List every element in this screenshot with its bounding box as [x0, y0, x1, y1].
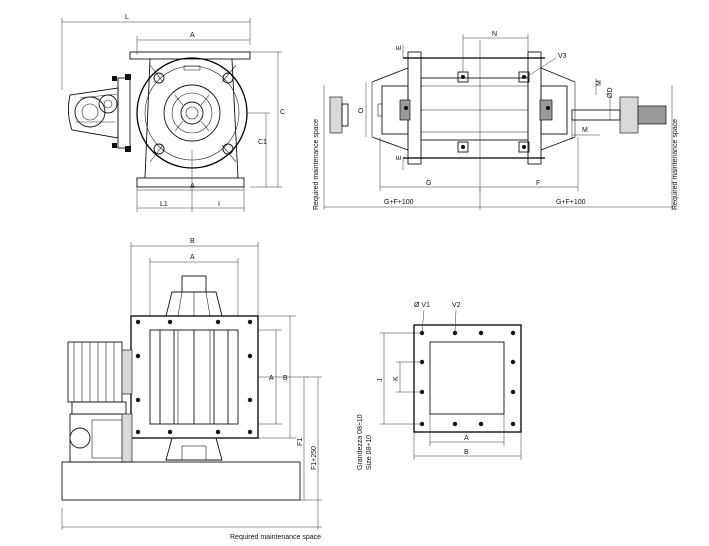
- dim-label-A-right: A: [269, 375, 274, 382]
- size-caption-en: Size 08÷10: [366, 435, 373, 470]
- dim-label-F1-250: F1+250: [311, 446, 318, 470]
- dim-label-J: J: [377, 379, 384, 383]
- dim-label-N: N: [492, 31, 497, 38]
- dim-label-L: L: [125, 14, 129, 21]
- dim-label-F1: F1: [297, 438, 304, 446]
- dim-label-D: ØD: [607, 88, 614, 99]
- dim-label-C1: C1: [258, 139, 267, 146]
- dim-label-V1: Ø V1: [414, 302, 430, 309]
- dim-label-I: I: [218, 201, 220, 208]
- dim-label-M-vert: M: [596, 80, 603, 86]
- dim-label-GF100-left: G+F+100: [384, 199, 414, 206]
- flange-bolts: [419, 330, 516, 427]
- dim-label-V3: V3: [558, 53, 567, 60]
- dim-label-G: G: [426, 180, 431, 187]
- dim-label-E-bottom: E: [396, 155, 403, 160]
- top-view: B A: [61, 238, 322, 541]
- size-caption-it: Grandezza 08÷10: [357, 414, 364, 470]
- dim-label-B-right: B: [283, 375, 288, 382]
- flange-view: Ø V1 V2 J K A B Grandezza 08÷10 Size 08÷…: [357, 302, 522, 470]
- maintenance-space-left: Required maintenance space: [313, 119, 320, 210]
- dim-label-A-top-view: A: [190, 254, 195, 261]
- front-view: L A: [61, 14, 285, 212]
- side-view: G+F+100 G+F+100 Required maintenance spa…: [313, 31, 679, 210]
- dim-label-A-bottom: A: [190, 183, 195, 190]
- dim-label-B-top: B: [190, 238, 195, 245]
- maintenance-space-bottom: Required maintenance space: [230, 534, 321, 541]
- dim-label-V2: V2: [452, 302, 461, 309]
- dim-label-C: C: [280, 109, 285, 116]
- dim-label-M: M: [582, 127, 588, 134]
- maintenance-space-right: Required maintenance space: [672, 119, 679, 210]
- top-view-bolts: [135, 319, 253, 435]
- dim-label-L1: L1: [160, 201, 168, 208]
- dim-label-A-top: A: [190, 32, 195, 39]
- dim-label-GF100-right: G+F+100: [556, 199, 586, 206]
- dim-label-E-top: E: [396, 45, 403, 50]
- dim-label-O: O: [358, 108, 364, 115]
- dim-label-K: K: [393, 376, 400, 381]
- dim-label-F: F: [536, 180, 540, 187]
- dim-label-A-flange: A: [464, 435, 469, 442]
- dim-label-B-flange: B: [464, 449, 469, 456]
